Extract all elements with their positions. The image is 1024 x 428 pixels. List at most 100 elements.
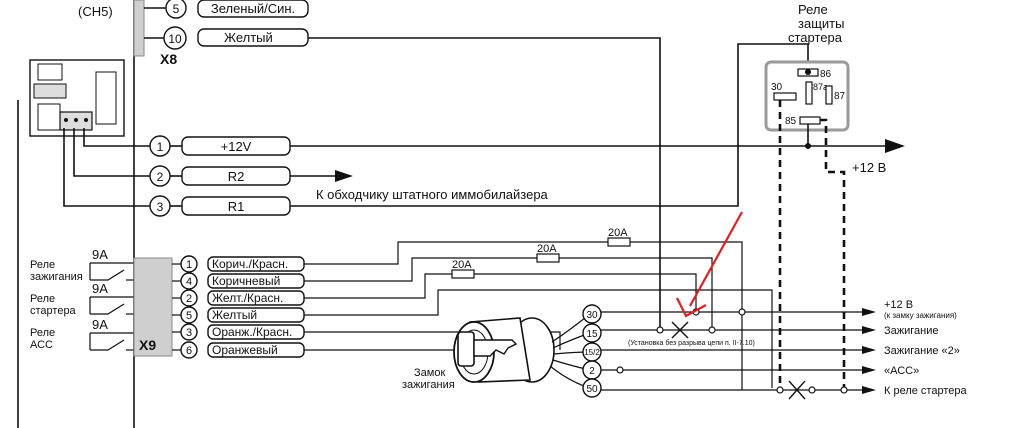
relay-title-2: защиты	[798, 16, 844, 31]
immobilizer-note: К обходчику штатного иммобилайзера	[316, 187, 549, 202]
out-arrow-12v	[862, 308, 876, 316]
out-ign2-label: Зажигание «2»	[884, 345, 960, 357]
lock-pin-30	[582, 304, 602, 324]
highlight-arrow-line	[689, 211, 743, 307]
x9-w6-num-text: 6	[186, 345, 192, 357]
fuse-2	[536, 253, 560, 263]
node-712-330	[708, 326, 716, 334]
wire-10-run	[308, 37, 661, 330]
wire-10-num-text: 10	[168, 32, 182, 46]
lock-pins: 30 15 15/2 2 50	[582, 304, 602, 398]
relay-ign-amp: 9A	[92, 247, 108, 262]
relay-acc-l1: Реле	[30, 327, 55, 339]
x8-3-num-text: 3	[157, 200, 164, 214]
x9-w4-num-text: 4	[186, 276, 192, 288]
x9-w1-label: Корич./Красн.	[212, 257, 288, 271]
out-starter-label: К реле стартера	[884, 385, 967, 397]
x9-w2-label: Желт./Красн.	[212, 291, 283, 305]
out-acc-label: «АСС»	[884, 365, 919, 377]
fuse-3-label: 20A	[452, 259, 472, 271]
relay-start-l1: Реле	[30, 293, 55, 305]
relay-pin-30-label: 30	[771, 82, 783, 93]
x9-w5-num-text: 5	[186, 310, 192, 322]
node-780-390	[776, 386, 784, 394]
out-arrow-ign	[862, 326, 876, 334]
x9-w5-label: Желтый	[212, 308, 257, 322]
relay-pin-85-label: 85	[785, 116, 797, 127]
highlight-arrow-head	[676, 297, 707, 318]
lock-pin-30-text: 30	[586, 310, 598, 321]
relay-ign-l1: Реле	[30, 259, 55, 271]
internal-connector-block	[29, 59, 125, 137]
relay-title-1: Реле	[798, 2, 828, 17]
relay-start-l2: стартера	[30, 305, 77, 317]
ignition-lock	[453, 313, 591, 389]
out-12v-label: +12 В	[884, 299, 913, 311]
out-arrow-starter	[862, 386, 876, 394]
x8-label: X8	[160, 51, 177, 67]
lock-pin-50	[582, 378, 602, 398]
x9-label: X9	[139, 337, 156, 353]
x9-w3-num-text: 3	[186, 327, 192, 339]
wire-5-num	[165, 0, 187, 19]
lock-label-2: зажигания	[402, 379, 455, 391]
x8-1-label: +12V	[221, 139, 252, 154]
r2-arrow	[335, 170, 353, 182]
x8-2-link	[73, 128, 150, 177]
lock-pin-50-text: 50	[586, 384, 598, 395]
highlight-arrow	[676, 211, 743, 318]
relay-pin-85	[799, 116, 821, 125]
wire-5-pill	[197, 0, 309, 18]
x9-w4-label: Коричневый	[212, 274, 280, 288]
x9-r3-run	[304, 331, 561, 350]
x9-w2-num-text: 2	[186, 293, 192, 305]
relay-ign-l2: зажигания	[30, 271, 83, 283]
wire-5-num-text: 5	[173, 2, 180, 16]
x9-r1-run	[304, 241, 743, 390]
relay-pin-87	[825, 85, 833, 105]
relay-ign-switch	[90, 269, 125, 281]
node-812-390	[808, 386, 816, 394]
wire-10-label: Желтый	[224, 30, 273, 45]
plus12-out-label: +12 В	[852, 160, 886, 175]
x9-wires: 1 Корич./Красн. 4 Коричневый 2 Желт./Кра…	[180, 255, 305, 359]
lock-pin-152-text: 15/2	[584, 348, 600, 357]
x8-1-num-text: 1	[157, 140, 164, 154]
cut-mark-2b	[788, 380, 806, 400]
lock-label-1: Замок	[414, 367, 445, 379]
x9-r4-run	[304, 257, 713, 330]
fuse-1-label: 20A	[608, 227, 628, 239]
relay-pin-87a	[805, 81, 813, 105]
relay-pin-86-label: 86	[820, 69, 832, 80]
node-620-370	[616, 366, 624, 374]
x9-w3-label: Оранж./Красн.	[212, 325, 292, 339]
r1-run	[290, 43, 809, 207]
relay-acc-switch	[90, 339, 125, 351]
relay-87a-dashed	[820, 118, 846, 390]
relay-pin-87-label: 87	[834, 91, 846, 102]
relay-title-3: стартера	[788, 30, 843, 45]
x9-w6-label: Оранжевый	[212, 343, 278, 357]
relay-start-switch	[90, 303, 125, 315]
x8-3-label: R1	[228, 199, 245, 214]
node-660-330	[656, 326, 664, 334]
lock-pin-2-text: 2	[589, 366, 595, 377]
x8-2-num-text: 2	[157, 170, 164, 184]
x9-w1-num-text: 1	[186, 259, 192, 271]
install-note: (Установка без разрыва цепи п. II-7.10)	[628, 339, 755, 347]
out-arrow-acc	[862, 366, 876, 374]
x8-3-link	[63, 128, 150, 207]
x8-connector-bar	[133, 0, 145, 57]
wire-5-label: Зеленый/Син.	[211, 1, 295, 16]
output-lines	[601, 308, 876, 400]
fuse-3	[451, 269, 475, 279]
plus12-arrow	[885, 139, 905, 153]
left-relays: Реле зажигания 9A Реле стартера 9A Реле …	[30, 247, 134, 351]
cut-mark-1b	[671, 321, 689, 339]
lock-pin-15-text: 15	[586, 329, 598, 340]
wire-10-num	[163, 26, 187, 50]
out-ign-label: Зажигание	[884, 325, 939, 337]
relay-acc-amp: 9A	[92, 317, 108, 332]
relay-pin-30	[773, 92, 797, 101]
